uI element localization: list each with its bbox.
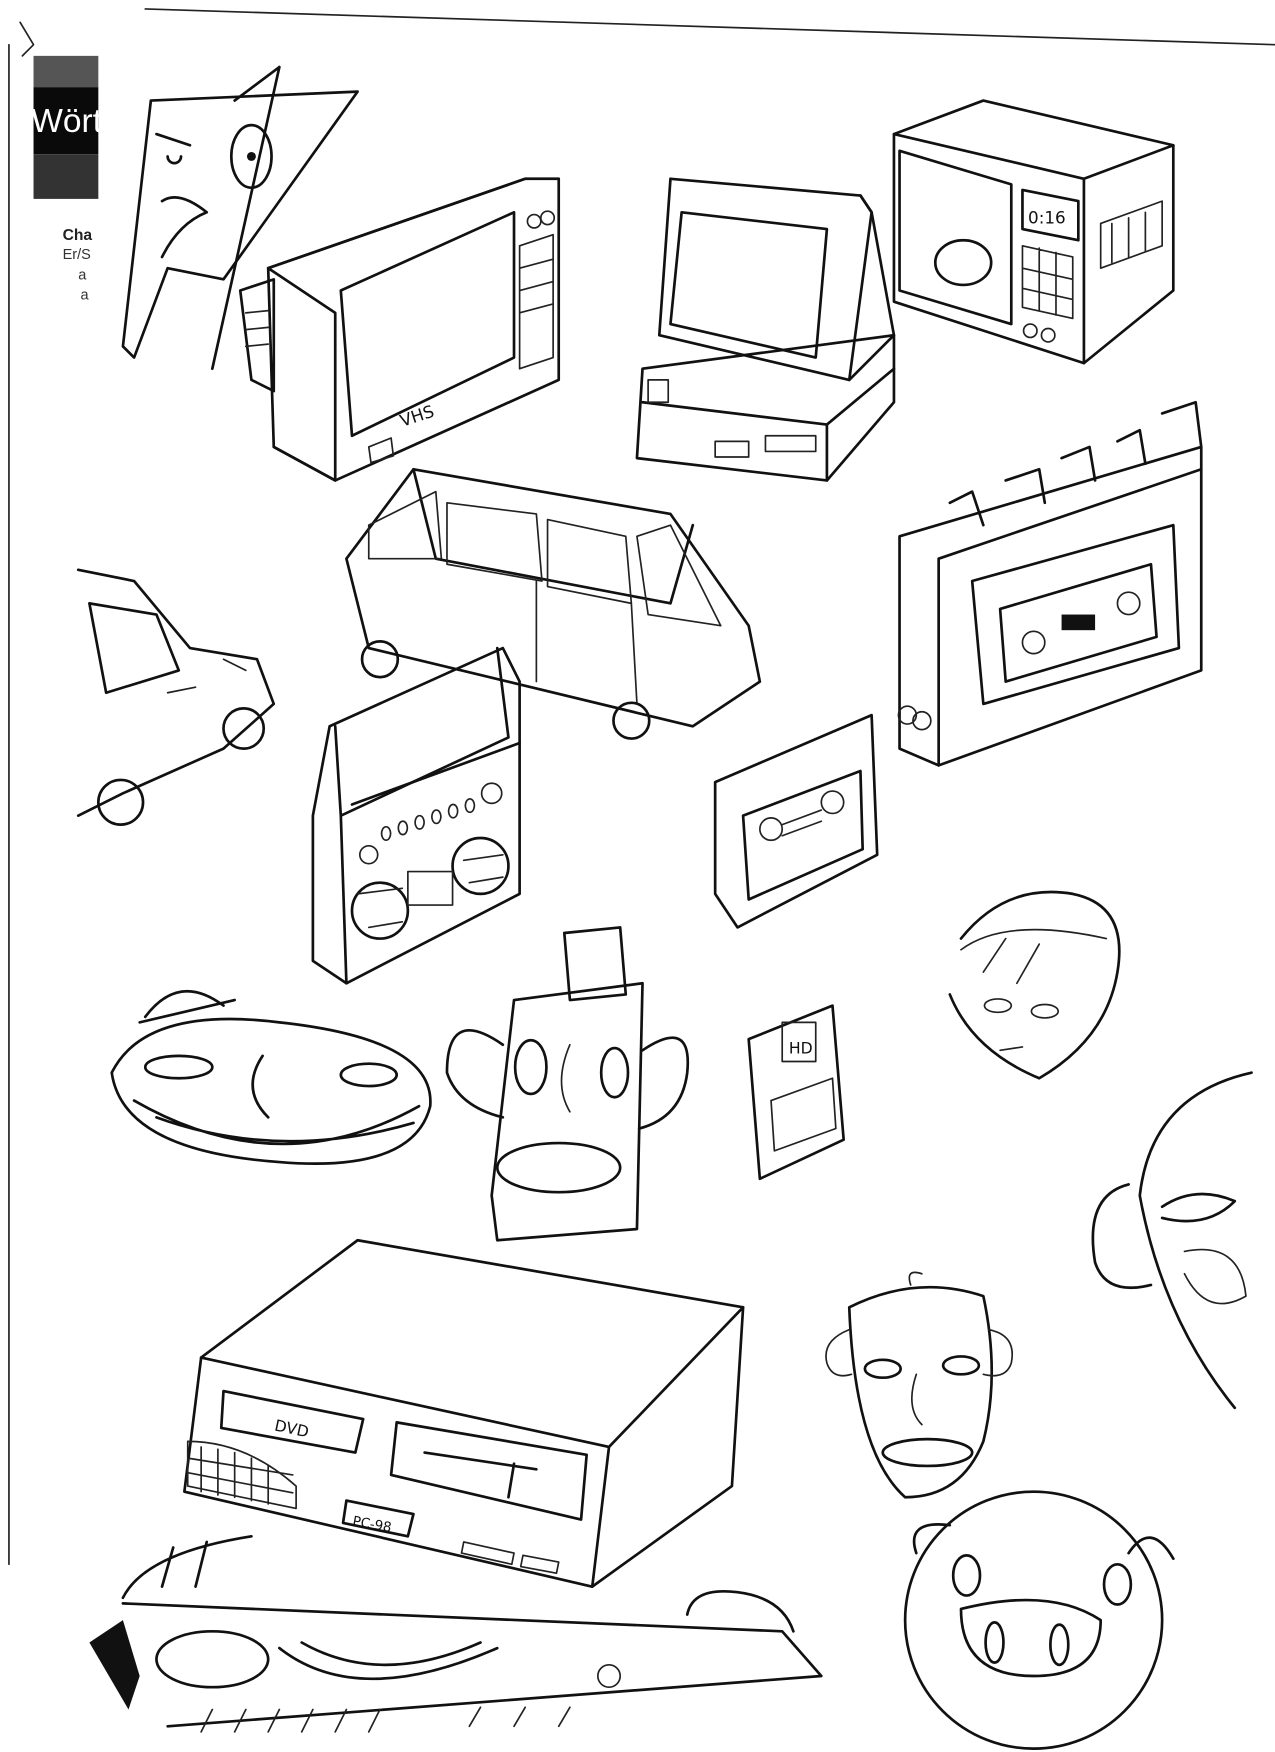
scrap-banner-text: Wört bbox=[31, 103, 102, 140]
smiley-face-drawing bbox=[110, 989, 432, 1165]
scrap-line: a bbox=[78, 267, 87, 283]
car-drawing bbox=[76, 568, 276, 826]
side-head-drawing bbox=[1091, 1071, 1253, 1410]
pc-badge-label: PC-98 bbox=[351, 1514, 392, 1536]
man-face-drawing bbox=[825, 1271, 1013, 1499]
boy-head-drawing bbox=[948, 890, 1121, 1080]
bottom-creature-drawing bbox=[89, 1535, 823, 1733]
pig-face-drawing bbox=[903, 1490, 1175, 1750]
cassette-tape-drawing bbox=[713, 713, 879, 929]
boombox-drawing bbox=[311, 646, 521, 985]
scrap-line: a bbox=[80, 287, 89, 303]
scrap-line: Er/S bbox=[63, 247, 92, 263]
floppy-hd-label: HD bbox=[789, 1039, 813, 1058]
scrap-heading: Cha bbox=[63, 227, 93, 244]
pc98-drawing: DVD PC-98 bbox=[183, 1238, 745, 1588]
retro-computer-drawing bbox=[635, 177, 896, 482]
floppy-disk-drawing: HD bbox=[747, 1004, 846, 1181]
microwave-drawing: 0:16 bbox=[892, 99, 1175, 365]
van-drawing bbox=[345, 467, 762, 740]
cassette-deck-drawing bbox=[897, 400, 1203, 767]
big-ear-head-drawing bbox=[445, 926, 690, 1242]
tv-drawing: VHS bbox=[238, 177, 561, 482]
microwave-clock-label: 0:16 bbox=[1028, 207, 1066, 227]
printed-scrap: Wört Cha Er/S a a bbox=[31, 55, 103, 303]
angry-face-drawing bbox=[121, 65, 359, 371]
